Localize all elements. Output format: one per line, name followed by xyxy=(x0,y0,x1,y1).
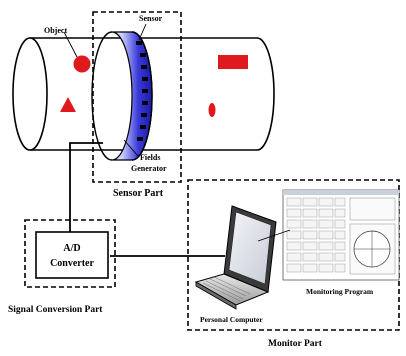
object-pointer xyxy=(63,31,78,58)
signal-conversion-part-box xyxy=(24,219,116,288)
red-circle-icon xyxy=(73,55,91,73)
program-chart-area xyxy=(349,197,396,221)
object-label: Object xyxy=(44,26,67,35)
fields-pointer xyxy=(123,139,139,157)
program-panels xyxy=(286,197,346,273)
fields-label-line2: Generator xyxy=(131,164,167,173)
sensor-element xyxy=(142,101,148,105)
fields-label-line1: Fields xyxy=(140,153,160,162)
red-rectangle-icon xyxy=(218,55,248,69)
sensor-element xyxy=(142,77,148,81)
sensor-element xyxy=(140,53,146,57)
sensor-element xyxy=(142,89,148,93)
signal-conversion-part-label: Signal Conversion Part xyxy=(8,305,103,315)
sensor-elements xyxy=(136,41,148,141)
monitoring-program-label: Monitoring Program xyxy=(306,287,374,296)
sensor-label: Sensor xyxy=(139,14,163,23)
sensor-pointer xyxy=(138,23,147,41)
ad-converter-label-line1: A/D xyxy=(63,243,80,254)
monitor-part-box xyxy=(187,179,400,331)
pipe-left-end xyxy=(12,37,48,151)
sensor-element xyxy=(140,125,146,129)
sensor-element xyxy=(137,137,143,141)
sensor-part-label: Sensor Part xyxy=(113,188,164,199)
sensor-element xyxy=(141,65,147,69)
monitor-part-label: Monitor Part xyxy=(268,339,323,349)
red-ellipse-icon xyxy=(208,103,216,117)
sensor-element xyxy=(141,113,147,117)
ad-converter-label-line2: Converter xyxy=(50,258,94,269)
laptop-to-program-pointer xyxy=(257,229,291,242)
laptop-icon xyxy=(194,205,277,310)
sensor-cable xyxy=(69,142,103,233)
sensor-part-box xyxy=(92,11,182,183)
red-triangle-icon xyxy=(60,97,76,112)
personal-computer-label: Personal Computer xyxy=(200,315,263,324)
ad-converter-box xyxy=(35,231,109,279)
monitoring-program-window xyxy=(282,189,400,281)
sensor-element xyxy=(136,41,142,45)
